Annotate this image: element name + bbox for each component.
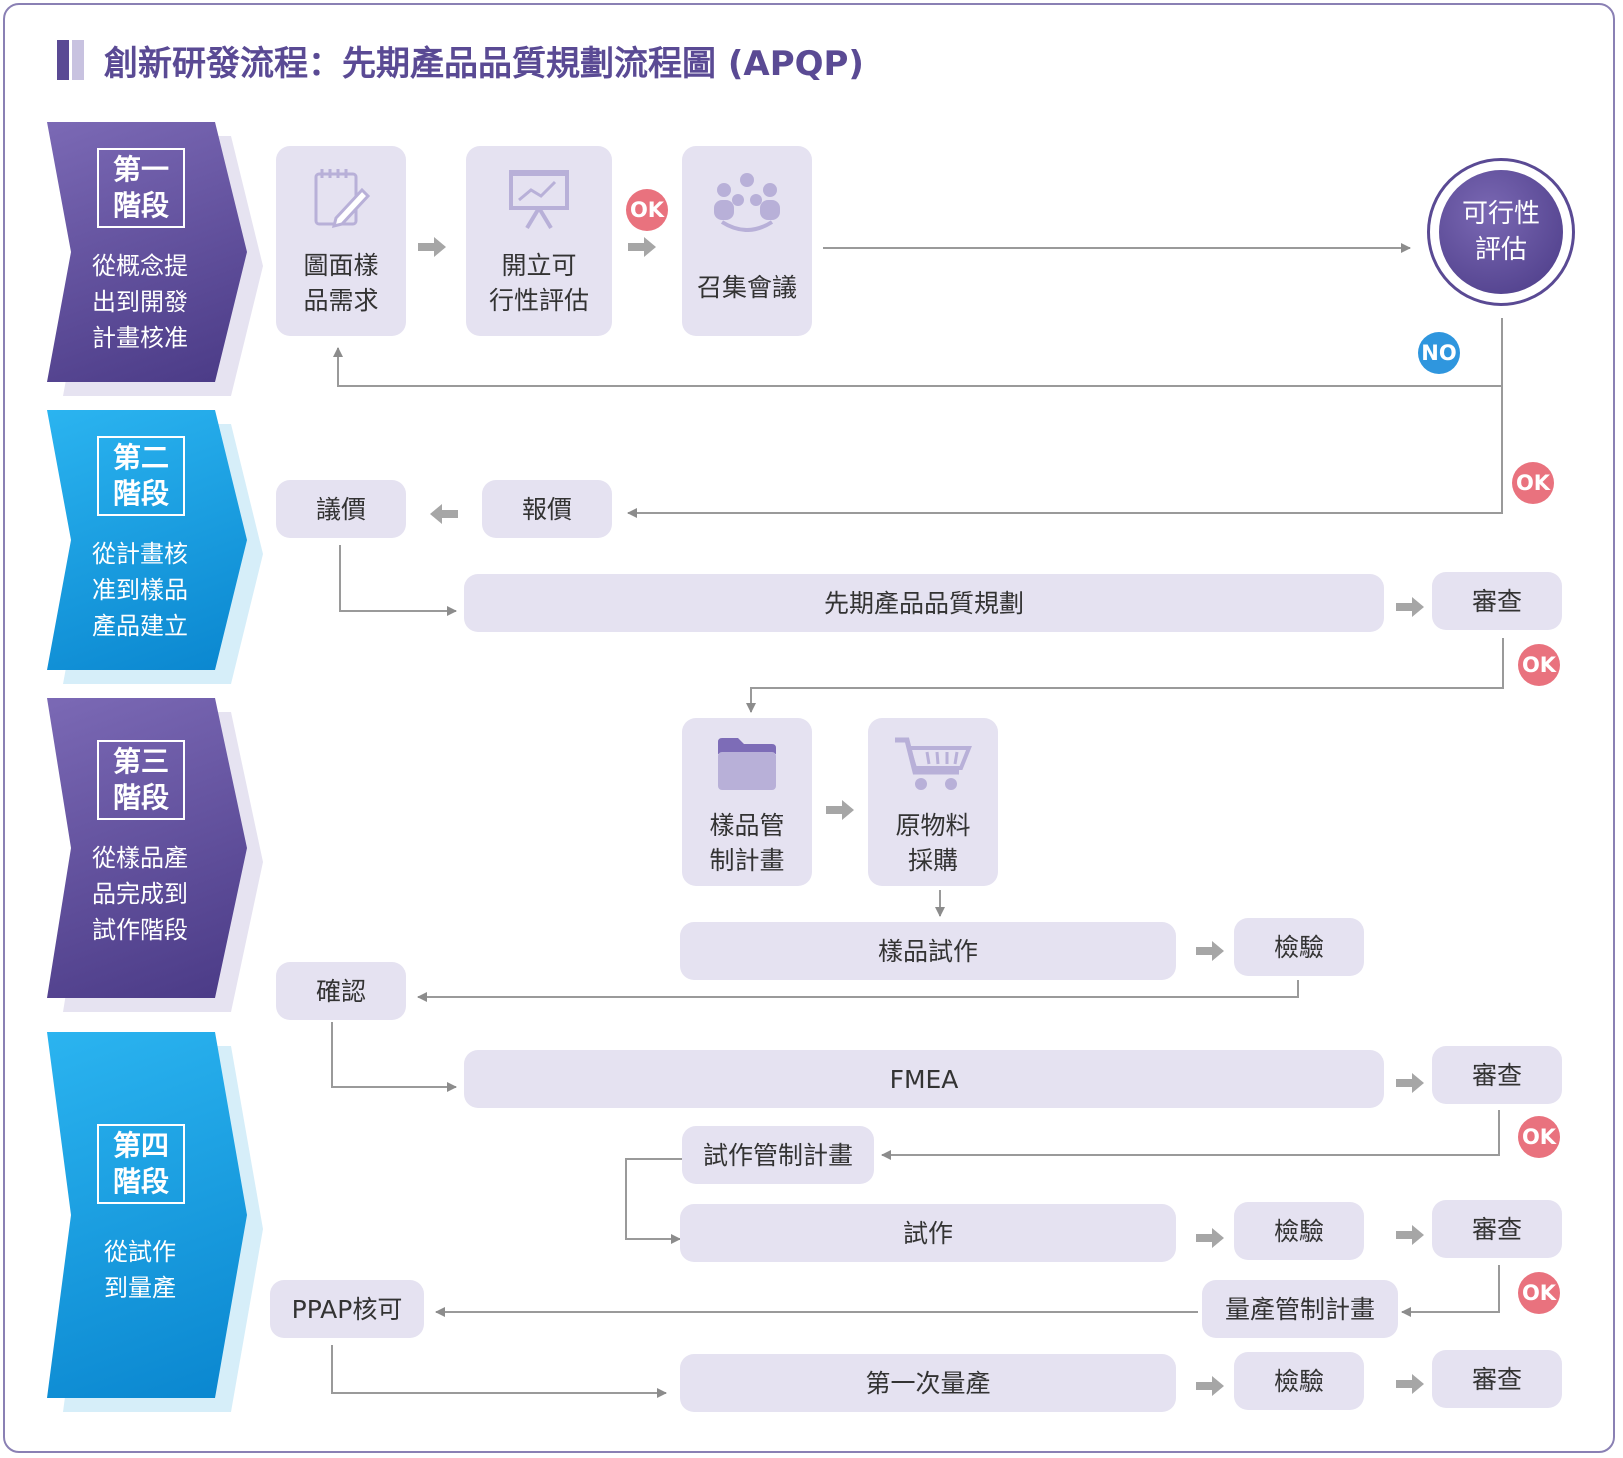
node-convene-meeting: 召集會議: [682, 146, 812, 336]
diagram-frame: [3, 3, 1615, 1453]
title-accent-bar: [57, 40, 69, 80]
stage-label: 第二階段: [97, 436, 185, 516]
stage-description: 從試作到量產: [104, 1238, 176, 1302]
people-group-icon: [714, 173, 780, 232]
node-sample-control-plan: 樣品管制計畫: [682, 718, 812, 886]
node-material-purchase: 原物料採購: [868, 718, 998, 886]
node-ppap-approval: PPAP核可: [270, 1280, 424, 1338]
node-mass-production-control-plan: 量產管制計畫: [1202, 1280, 1398, 1338]
folder-icon: [718, 738, 776, 790]
node-first-mass-production: 第一次量產: [680, 1354, 1176, 1412]
node-open-feasibility: 開立可行性評估: [466, 146, 612, 336]
node-fmea: FMEA: [464, 1050, 1384, 1108]
node-inspect: 檢驗: [1234, 918, 1364, 976]
node-trial: 試作: [680, 1204, 1176, 1262]
node-quote: 報價: [482, 480, 612, 538]
node-confirm: 確認: [276, 962, 406, 1020]
stage-4: 第四階段 從試作到量產: [47, 1032, 263, 1412]
ok-badge: OK: [626, 189, 668, 231]
node-sample-trial: 樣品試作: [680, 922, 1176, 980]
presentation-board-icon: [509, 170, 569, 230]
ok-badge: OK: [1518, 1272, 1560, 1314]
ok-badge: OK: [1512, 462, 1554, 504]
stage-label: 第四階段: [97, 1124, 185, 1204]
no-badge: NO: [1418, 332, 1460, 374]
shopping-cart-icon: [895, 737, 972, 790]
node-trial-control-plan: 試作管制計畫: [682, 1126, 874, 1184]
ok-badge: OK: [1518, 644, 1560, 686]
title-accent-bar-light: [72, 40, 84, 80]
stage-1: 第一階段 從概念提出到開發計畫核准: [47, 122, 263, 396]
stage-description: 從計畫核准到樣品產品建立: [92, 540, 188, 640]
node-inspect: 檢驗: [1234, 1352, 1364, 1410]
ok-badge: OK: [1518, 1116, 1560, 1158]
stage-label: 第一階段: [97, 148, 185, 228]
node-review: 審查: [1432, 1200, 1562, 1258]
node-review: 審查: [1432, 1046, 1562, 1104]
node-feasibility-evaluation: 可行性評估: [1439, 170, 1563, 294]
page-title: 創新研發流程：先期產品品質規劃流程圖 (APQP): [104, 44, 864, 84]
node-review: 審查: [1432, 572, 1562, 630]
stage-3: 第三階段 從樣品產品完成到試作階段: [47, 698, 263, 1012]
node-inspect: 檢驗: [1234, 1202, 1364, 1260]
stage-description: 從樣品產品完成到試作階段: [92, 844, 188, 944]
stage-2: 第二階段 從計畫核准到樣品產品建立: [47, 410, 263, 684]
stage-description: 從概念提出到開發計畫核准: [92, 252, 188, 352]
node-apqp: 先期產品品質規劃: [464, 574, 1384, 632]
notepad-pencil-icon: [314, 169, 371, 229]
node-drawing-sample-request: 圖面樣品需求: [276, 146, 406, 336]
node-negotiate: 議價: [276, 480, 406, 538]
stage-label: 第三階段: [97, 740, 185, 820]
node-review: 審查: [1432, 1350, 1562, 1408]
